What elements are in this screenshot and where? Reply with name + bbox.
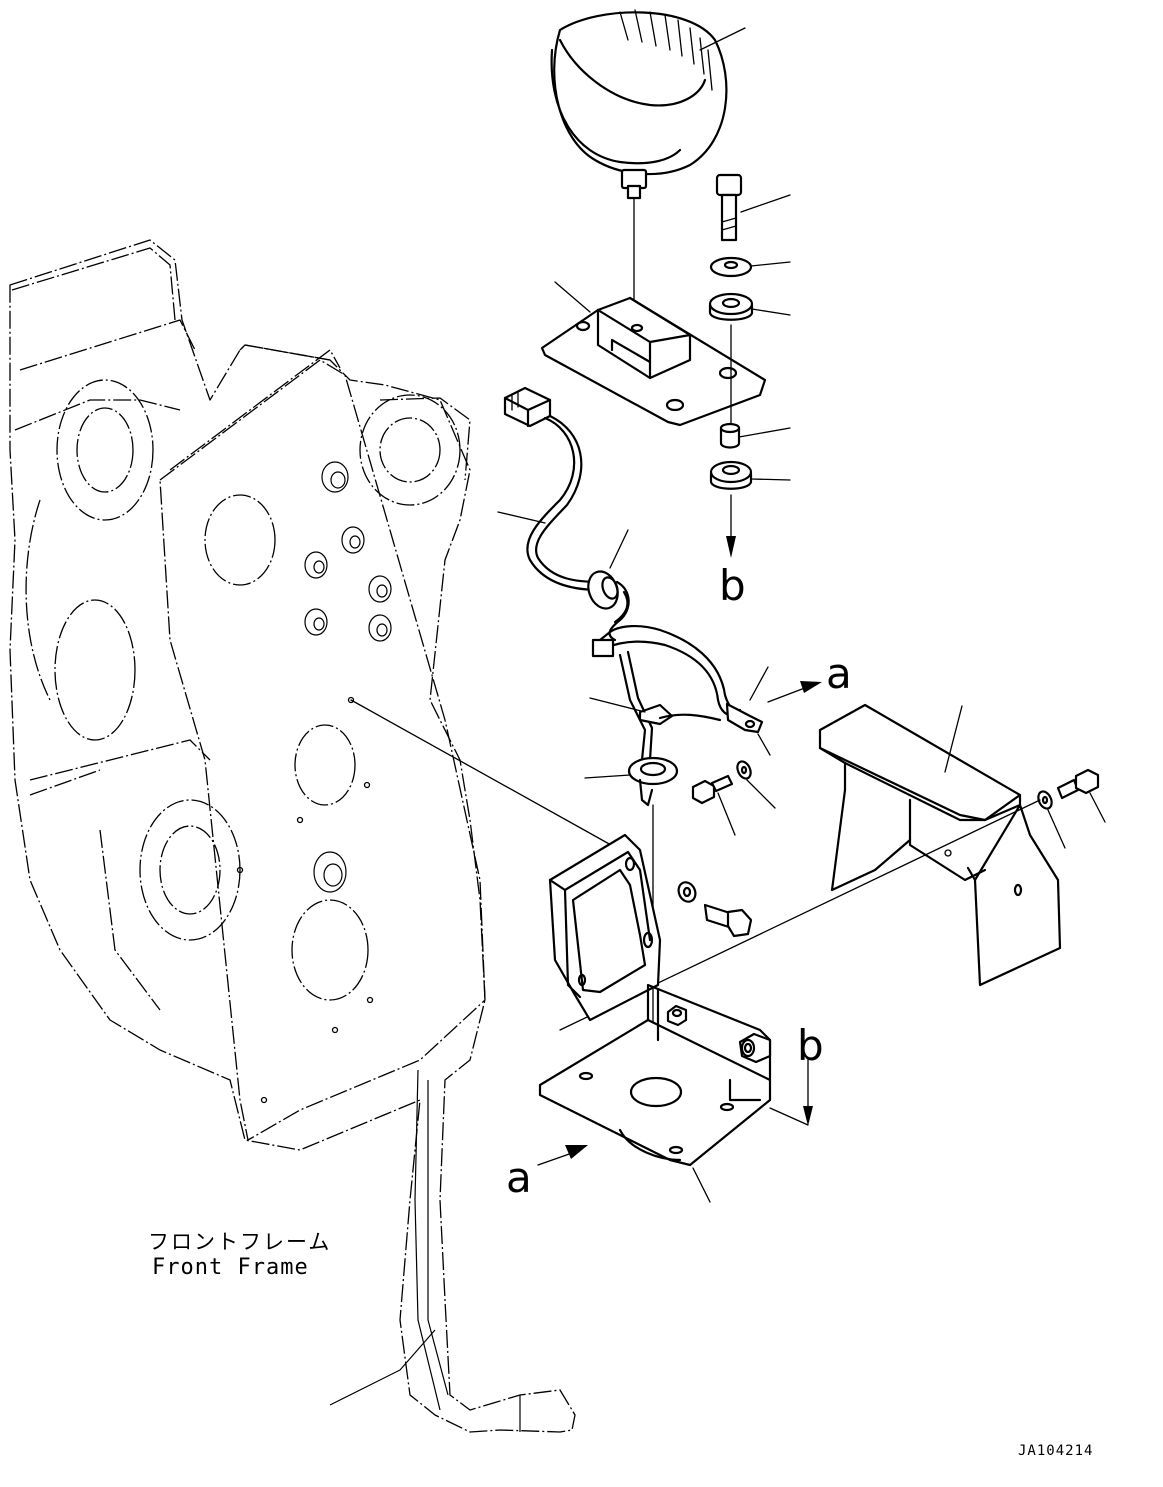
frame-mounting-plate — [159, 344, 486, 1141]
flat-washer — [709, 256, 753, 278]
lamp-cover — [818, 703, 1062, 987]
leader-cushion-lower — [750, 478, 791, 481]
leader-small-washer-left — [746, 779, 776, 809]
harness-clamp-right — [725, 702, 764, 734]
leader-bolt — [740, 194, 791, 213]
arrow-label-a-upper: a — [826, 649, 852, 698]
collar — [719, 422, 741, 449]
leader-cover — [944, 705, 963, 773]
small-washer-right — [1037, 790, 1053, 810]
grommet-lower — [627, 756, 679, 807]
leader-harness — [497, 511, 546, 524]
small-bolt-left — [691, 774, 734, 805]
lamp-bracket — [540, 296, 767, 427]
leader-lamp — [699, 27, 746, 51]
small-washer-left — [736, 760, 752, 780]
arrow-a-lower — [537, 1145, 588, 1166]
lamp-fins — [619, 9, 713, 91]
wiring-harness — [503, 386, 764, 762]
work-lamp — [550, 9, 728, 321]
lamp-mounting-hardware — [708, 173, 791, 558]
harness-clamp-left — [638, 703, 674, 726]
main-bracket — [538, 833, 772, 1167]
leader-clamp-left — [589, 697, 646, 713]
frame-bosses — [236, 461, 392, 1104]
harness-connector — [503, 386, 552, 428]
leader-washer — [750, 261, 791, 267]
grommet-upper — [587, 570, 619, 610]
leader-grommet-lower — [584, 774, 631, 779]
leader-grommet-upper — [609, 529, 629, 569]
front-frame-outline — [9, 239, 576, 1433]
arrow-label-b-upper: b — [719, 561, 746, 610]
mount-bolt — [715, 173, 743, 242]
leader-small-bolt-left — [717, 792, 736, 836]
arrow-a-upper — [767, 681, 822, 703]
branch-cap — [591, 638, 615, 658]
leader-small-bolt-right — [1089, 792, 1106, 823]
bracket-washer — [677, 881, 697, 903]
arrow-b-lower — [769, 1059, 813, 1126]
arrow-b-upper — [726, 494, 736, 558]
rubber-cushion-lower — [709, 460, 753, 490]
leader-main-bracket — [692, 1167, 711, 1203]
leader-small-washer-right — [1047, 809, 1066, 849]
drawing-code: JA104214 — [1018, 1443, 1093, 1459]
rubber-cushion-upper — [708, 292, 754, 321]
leader-clamp-right — [749, 666, 769, 701]
mounting-centerline — [350, 699, 621, 851]
leader-lamp-bracket — [554, 281, 591, 313]
leader-collar — [738, 427, 791, 438]
frame-label-japanese: フロントフレーム — [148, 1230, 331, 1254]
arrow-label-a-lower: a — [506, 1153, 532, 1202]
bracket-nut-1 — [666, 1004, 688, 1027]
small-bolt-right — [1056, 768, 1100, 800]
frame-label-english: Front Frame — [152, 1255, 309, 1280]
bracket-nut-2 — [738, 1032, 772, 1064]
arrow-label-b-lower: b — [797, 1021, 824, 1070]
bracket-bolt — [703, 903, 753, 938]
bolt-centerline-short — [757, 733, 771, 756]
leader-cushion-upper — [751, 308, 791, 316]
